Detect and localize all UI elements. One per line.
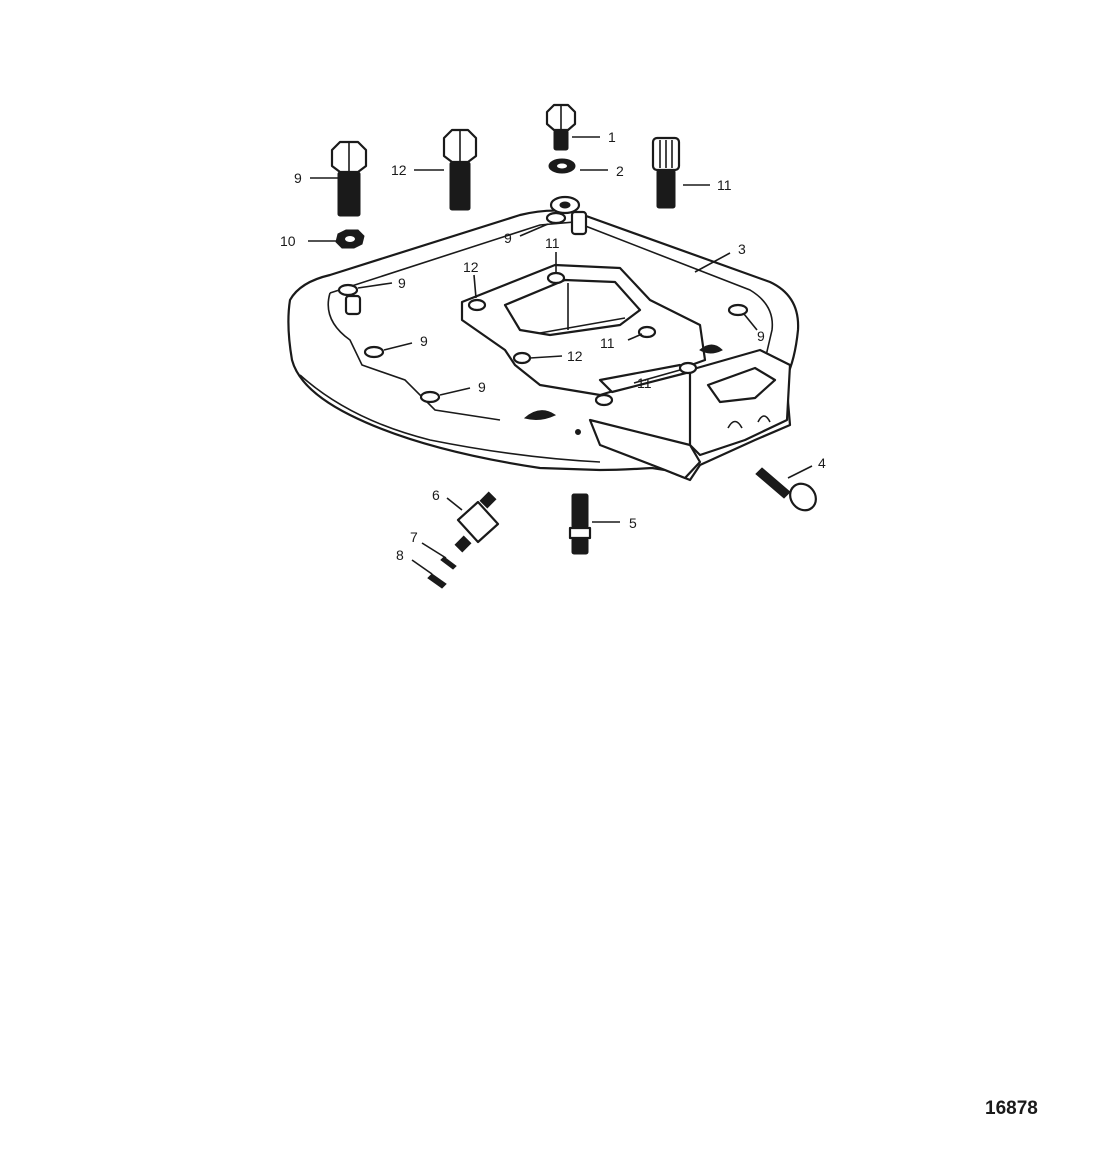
washer-2 [548,158,576,174]
callout-12-lower: 12 [567,348,583,364]
callout-11-screw: 11 [717,177,732,193]
callout-4: 4 [818,455,826,471]
callout-11-middle: 11 [600,335,615,351]
bolt-9 [330,140,368,217]
stud-5 [568,493,592,555]
callout-2: 2 [616,163,624,179]
pin-8 [427,573,447,589]
callout-3: 3 [738,241,746,257]
callout-8: 8 [396,547,404,563]
callout-12-bolt: 12 [391,162,407,178]
callout-9-boss: 9 [504,230,512,246]
adapter-plate [287,195,800,482]
callout-7: 7 [410,529,418,545]
bolt-1 [545,103,577,151]
bolt-12 [442,128,478,211]
callout-11-lower: 11 [637,375,652,391]
socket-screw-11 [651,136,681,209]
leader-lines [308,136,813,575]
sensor-6 [454,491,500,553]
bolt-4 [755,467,817,512]
callout-9-left-middle: 9 [420,333,428,349]
callout-12-upper: 12 [463,259,479,275]
callout-1: 1 [608,129,616,145]
pin-7 [440,556,457,570]
callout-11-top: 11 [545,235,560,251]
nut-10 [335,229,365,249]
callout-9-left-lower: 9 [478,379,486,395]
callouts: 1 2 3 4 5 6 7 8 9 9 9 9 9 9 10 11 11 11 … [280,129,826,563]
figure-number: 16878 [985,1098,1038,1119]
callout-9-left-upper: 9 [398,275,406,291]
callout-9-bolt: 9 [294,170,302,186]
callout-9-right: 9 [757,328,765,344]
callout-6: 6 [432,487,440,503]
callout-5: 5 [629,515,637,531]
callout-10: 10 [280,233,296,249]
